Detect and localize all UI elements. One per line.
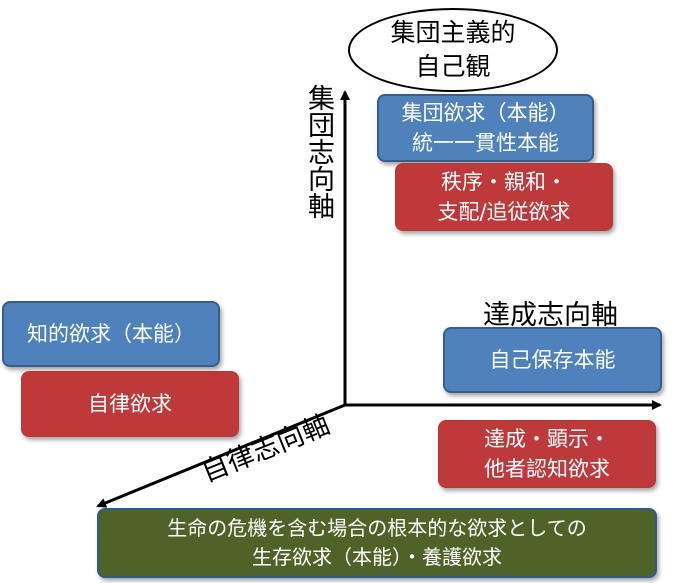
collective-axis-label: 集団志向軸: [303, 84, 334, 219]
self-preservation-box: 自己保存本能: [443, 327, 662, 393]
survival-desire-box: 生命の危機を含む場合の根本的な欲求としての 生存欲求（本能）・養護欲求: [97, 508, 657, 578]
order-affiliation-box: 秩序・親和・ 支配/追従欲求: [395, 163, 613, 231]
autonomy-desire-box: 自律欲求: [21, 371, 239, 437]
group-desire-box: 集団欲求（本能） 統一一貫性本能: [377, 94, 594, 162]
autonomy-axis-arrow: [96, 403, 346, 508]
achievement-desire-box: 達成・顕示・ 他者認知欲求: [438, 420, 656, 488]
achievement-axis-label: 達成志向軸: [483, 300, 618, 331]
intellectual-desire-box: 知的欲求（本能）: [2, 301, 220, 367]
collectivist-self-view-oval: 集団主義的 自己観: [348, 8, 558, 92]
